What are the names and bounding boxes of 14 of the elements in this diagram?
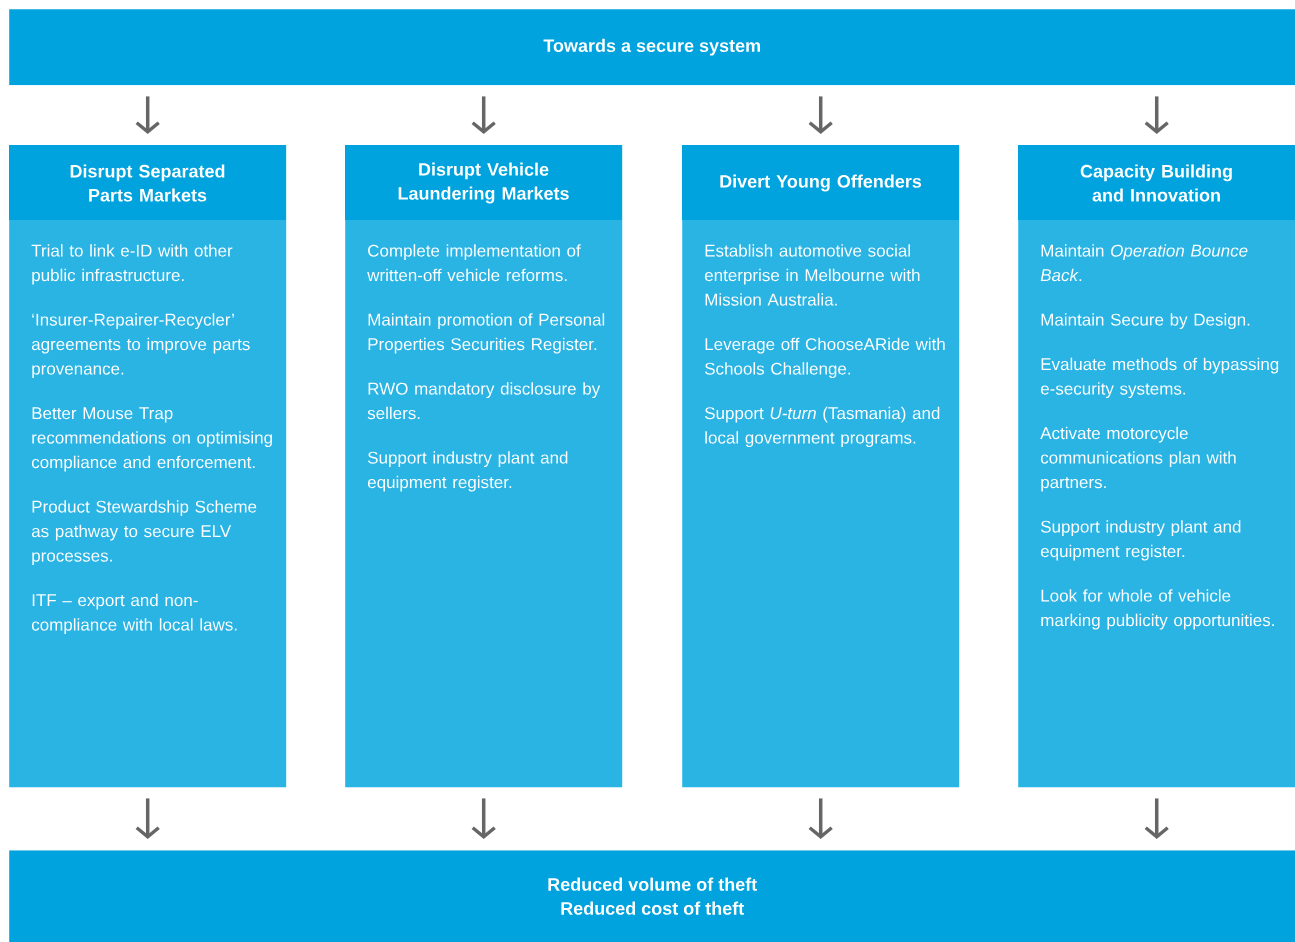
column-box: Capacity Building and Innovation Maintain Operation Bounce Back. Maintain Secure by Design. Evaluate methods of bypassing e-security systems. Activate motorcycle communications plan with partners. Support industry plant and equipment register. Look for whole of vehicle marking publicity opportunities. xyxy=(1018,145,1295,788)
arrow xyxy=(1144,798,1169,839)
column-box: Disrupt Vehicle Laundering Markets Complete implementation of written-off vehicle reforms. Maintain promotion of Personal Properties Securities Register. RWO mandatory disclosure by sellers. Support industry plant and equipment register. xyxy=(345,145,623,788)
arrow xyxy=(1144,96,1169,134)
arrow xyxy=(471,96,496,134)
arrow xyxy=(471,798,496,839)
arrow xyxy=(808,798,833,839)
banner-box: Towards a secure system xyxy=(9,9,1295,86)
arrow xyxy=(808,96,833,134)
arrow xyxy=(135,96,160,134)
arrow xyxy=(135,798,160,839)
banner-box: Reduced volume of theft Reduced cost of theft xyxy=(9,850,1295,942)
column-box: Disrupt Separated Parts Markets Trial to link e-ID with other public infrastructure. ‘Insurer-Repairer-Recycler’ agreements to improve parts provenance. Better Mouse Trap recommendations on optimising compliance and enforcement. Product Stewardship Scheme as pathway to secure ELV processes. ITF – export and non-compliance with local laws. xyxy=(9,145,287,788)
column-box: Divert Young Offenders Establish automotive social enterprise in Melbourne with Mission Australia. Leverage off ChooseARide with Schools Challenge. Support U-turn (Tasmania) and local government programs. xyxy=(682,145,960,788)
